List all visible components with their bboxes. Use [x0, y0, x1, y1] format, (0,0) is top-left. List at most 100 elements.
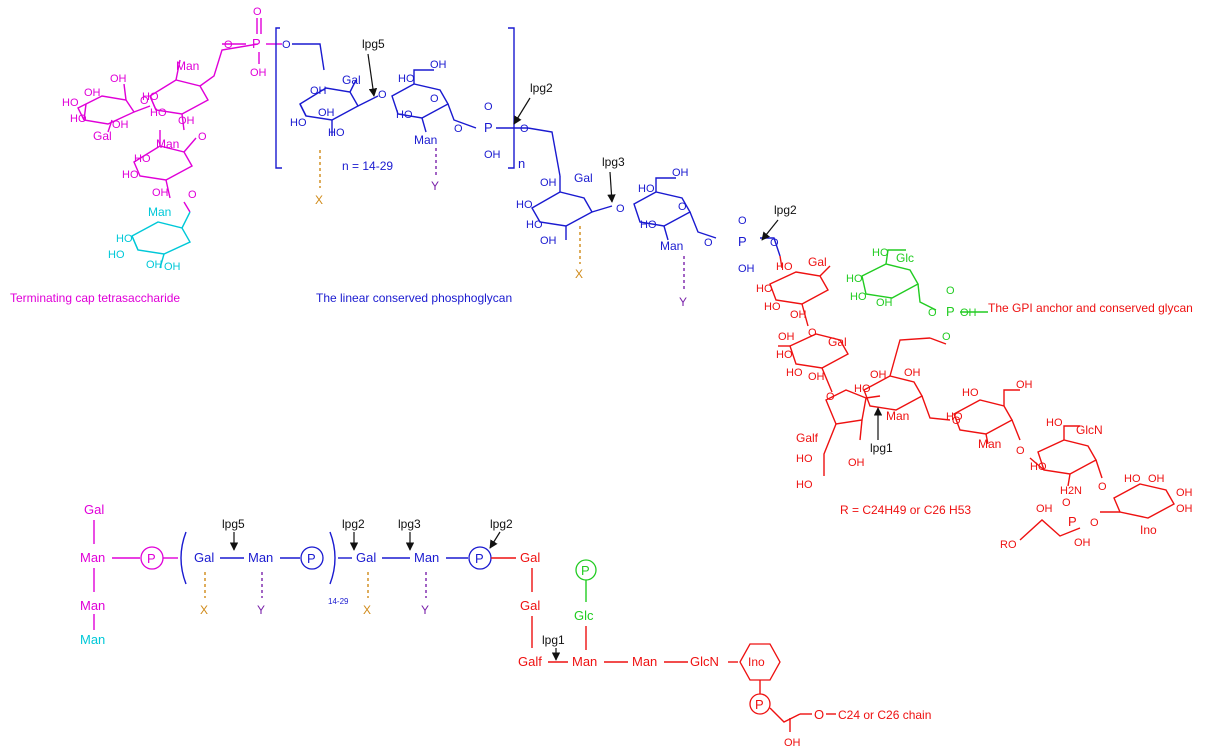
core-gal-ho-1: HO	[516, 199, 533, 211]
cap-tetrasaccharide	[77, 43, 259, 213]
gpi-gal-1-label: Gal	[808, 255, 827, 269]
glc-o: O	[928, 307, 937, 319]
sch-rep-gal: Gal	[194, 550, 214, 565]
gpi-o-6: O	[1090, 517, 1099, 529]
cap-gal-label: Gal	[93, 129, 112, 143]
rep-gal-ho: HO	[290, 117, 307, 129]
rep-p-o-top: O	[484, 101, 493, 113]
gpi-o-5: O	[1098, 481, 1107, 493]
rep-gal-ho-2: HO	[328, 127, 345, 139]
sch-core-p: P	[475, 551, 484, 566]
sch-anchor-man-2: Man	[632, 654, 657, 669]
core-man-o-ring: O	[678, 201, 687, 213]
glucose-branch	[861, 249, 988, 313]
sch-lpg2-2: lpg2	[490, 517, 513, 531]
rep-o-before-p: O	[454, 123, 463, 135]
rep-p-o-right: O	[520, 123, 529, 135]
gpi-o-1: O	[808, 327, 817, 339]
rep-man-ho-1: HO	[398, 73, 415, 85]
sch-core-x: X	[363, 603, 371, 617]
gpi-anchor	[769, 255, 1175, 541]
cap-man-2-label: Man	[156, 137, 179, 151]
cap-o-1: O	[140, 95, 149, 107]
cap-ho-2: HO	[70, 113, 87, 125]
rep-o-start: O	[282, 39, 291, 51]
gpi-p-oh: OH	[1074, 537, 1091, 549]
gpi-ho-11: HO	[1046, 417, 1063, 429]
gpi-ino-label: Ino	[1140, 523, 1157, 537]
sch-rep-man: Man	[248, 550, 273, 565]
sch-anchor-man-1: Man	[572, 654, 597, 669]
core-disaccharide	[531, 176, 781, 257]
lpg1-label-1: lpg1	[870, 441, 893, 455]
sch-cap-man-3: Man	[80, 632, 105, 647]
gpi-ho-6: HO	[796, 453, 813, 465]
sch-rep-p: P	[307, 551, 316, 566]
core-p-o-right: O	[770, 237, 779, 249]
gpi-man-1-label: Man	[886, 409, 909, 423]
sch-anchor-gal-1: Gal	[520, 550, 540, 565]
lpg2-label-2: lpg2	[774, 203, 797, 217]
sch-cap-gal: Gal	[84, 502, 104, 517]
cap-o-3: O	[188, 189, 197, 201]
rep-man-label: Man	[414, 133, 437, 147]
gpi-gal-2-label: Gal	[828, 335, 847, 349]
gpi-r-label: R = C24H49 or C26 H53	[840, 503, 971, 517]
rep-gal-oh-1: OH	[318, 107, 335, 119]
cap-labels: OH OH HO HO OH Gal O Man HO HO OH O Man …	[62, 59, 207, 201]
cap-p-label: P	[252, 36, 261, 51]
rep-p-label: P	[484, 120, 493, 135]
sch-anchor-p: P	[755, 697, 764, 712]
cap-oh-6: OH	[146, 259, 163, 271]
cap-oh-1: OH	[84, 87, 101, 99]
gpi-o-2: O	[826, 391, 835, 403]
core-gal-oh-2: OH	[540, 235, 557, 247]
gpi-p-label: P	[1068, 514, 1077, 529]
cap-phosphate: O P O OH O	[222, 6, 291, 79]
gpi-ho-4: HO	[776, 349, 793, 361]
gpi-man-2-label: Man	[978, 437, 1001, 451]
glc-label: Glc	[896, 251, 914, 265]
sch-anchor-glcn: GlcN	[690, 654, 719, 669]
gpi-ho-9: HO	[962, 387, 979, 399]
core-gal-oh-1: OH	[540, 177, 557, 189]
glc-p-o-top: O	[946, 285, 955, 297]
gpi-oh-4: OH	[848, 457, 865, 469]
rep-gal-oh-2: OH	[310, 85, 327, 97]
rep-n-letter: n	[518, 156, 525, 171]
glc-oh: OH	[876, 297, 893, 309]
gpi-oh-10: OH	[1176, 503, 1193, 515]
gpi-ho-2: HO	[756, 283, 773, 295]
gpi-galf-label: Galf	[796, 431, 819, 445]
gpi-oh-5: OH	[870, 369, 887, 381]
core-man-oh-1: OH	[672, 167, 689, 179]
rep-man-ho-2: HO	[396, 109, 413, 121]
gpi-oh-9: OH	[1176, 487, 1193, 499]
cap-man-3-label: Man	[148, 205, 171, 219]
lpg3-label-1: lpg3	[602, 155, 625, 169]
sch-rep-y: Y	[257, 603, 265, 617]
cap-ho-6: HO	[122, 169, 139, 181]
gpi-p-o-top: O	[1062, 497, 1071, 509]
gpi-oh-1: OH	[790, 309, 807, 321]
sch-anchor-gal-2: Gal	[520, 598, 540, 613]
rep-man-o-ring: O	[430, 93, 439, 105]
sch-core-y: Y	[421, 603, 429, 617]
sch-cap-man-2: Man	[80, 598, 105, 613]
rep-p-oh: OH	[484, 149, 501, 161]
sch-core-gal: Gal	[356, 550, 376, 565]
lpg5-label: lpg5	[362, 37, 385, 51]
core-x-sub: X	[575, 267, 583, 281]
lpg2-label-1: lpg2	[530, 81, 553, 95]
sch-rep-x: X	[200, 603, 208, 617]
glc-p-label: P	[946, 304, 955, 319]
cap-ho-7: HO	[116, 233, 133, 245]
sch-cap-man-1: Man	[80, 550, 105, 565]
gpi-oh-8: OH	[1148, 473, 1165, 485]
core-man-ho-2: HO	[640, 219, 657, 231]
sch-lpg5: lpg5	[222, 517, 245, 531]
sch-anchor-oh: OH	[784, 737, 801, 749]
cap-caption: Terminating cap tetrasaccharide	[10, 291, 180, 305]
gpi-caption: The GPI anchor and conserved glycan	[988, 301, 1193, 315]
cap-man-1-label: Man	[176, 59, 199, 73]
